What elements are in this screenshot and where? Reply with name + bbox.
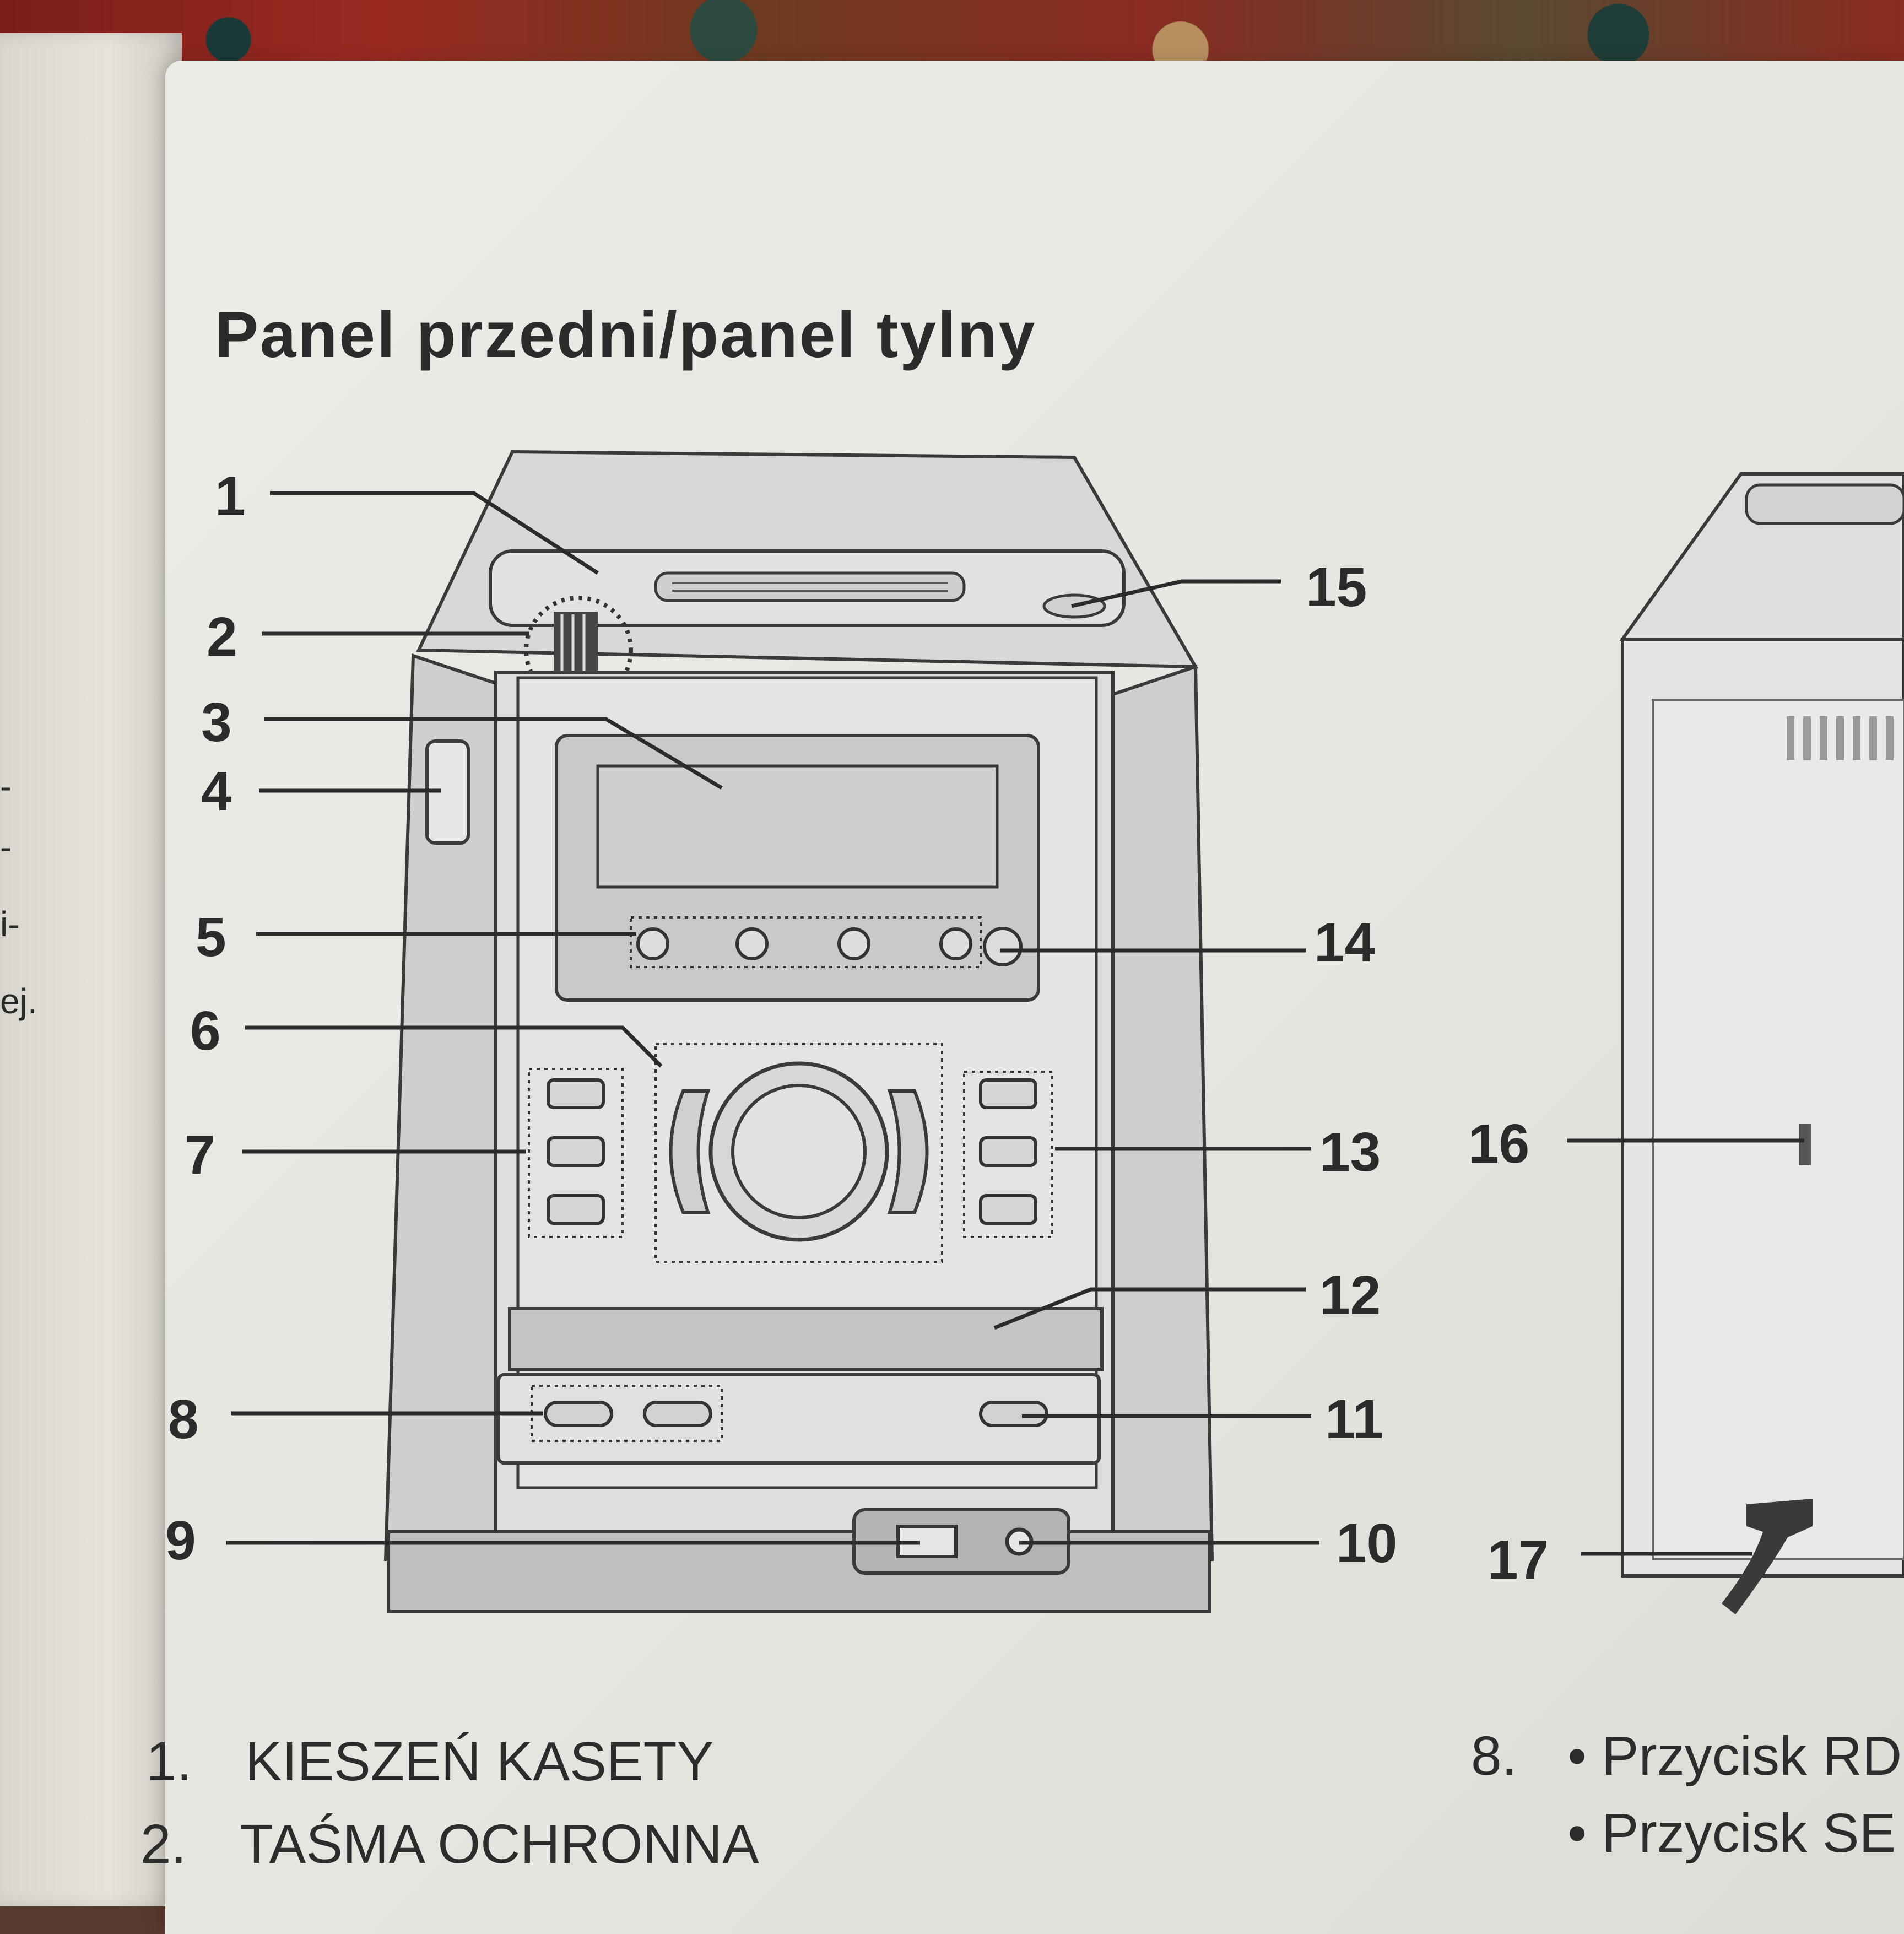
callout-17: 17	[1488, 1529, 1549, 1591]
rear-connector	[1799, 1124, 1811, 1165]
rear-device-panel	[1652, 699, 1904, 1560]
callout-1: 1	[215, 466, 246, 527]
left-page-fragment: i-	[0, 904, 20, 944]
rear-vent	[1787, 716, 1894, 760]
right-skip-button	[887, 1089, 929, 1214]
legend-item: 2. TAŚMA OCHRONNA	[140, 1813, 759, 1876]
device-base	[387, 1530, 1211, 1613]
preset-buttons-area	[630, 916, 982, 968]
left-skip-button	[669, 1089, 711, 1214]
callout-6: 6	[190, 1000, 221, 1062]
legend-right-item: 8. • Przycisk RD	[1471, 1725, 1902, 1788]
volume-knob	[731, 1084, 867, 1219]
callout-12: 12	[1319, 1265, 1381, 1326]
callout-11: 11	[1325, 1389, 1383, 1450]
right-button	[979, 1136, 1037, 1167]
left-button	[547, 1078, 605, 1109]
right-buttons-area	[963, 1071, 1053, 1238]
left-page-fragment: -	[0, 827, 12, 867]
callout-2: 2	[207, 606, 237, 668]
tape-button	[544, 1401, 613, 1427]
left-buttons-area	[528, 1068, 624, 1238]
legend-number: 8.	[1471, 1725, 1517, 1787]
page-title: Panel przedni/panel tylny	[215, 299, 1037, 371]
callout-4: 4	[201, 760, 232, 822]
legend-right-item: • Przycisk SE	[1567, 1802, 1896, 1865]
callout-lines	[226, 491, 1804, 1556]
callout-13: 13	[1319, 1121, 1381, 1183]
left-button	[547, 1136, 605, 1167]
legend-text: KIESZEŃ KASETY	[245, 1731, 714, 1792]
callout-10: 10	[1336, 1512, 1397, 1574]
legend-text: • Przycisk SE	[1567, 1802, 1896, 1864]
callout-5: 5	[196, 906, 226, 968]
callout-15: 15	[1306, 557, 1367, 618]
left-page-fragment: -	[0, 766, 12, 806]
preset-button	[939, 927, 972, 960]
callout-9: 9	[165, 1510, 196, 1571]
callout-7: 7	[185, 1124, 215, 1186]
preset-button	[837, 927, 870, 960]
device-right-side	[1111, 664, 1214, 1561]
callout-3: 3	[201, 692, 232, 753]
tape-button	[643, 1401, 712, 1427]
callout-14: 14	[1314, 912, 1376, 974]
legend-item: 1. KIESZEŃ KASETY	[146, 1730, 713, 1793]
eject-button	[979, 1401, 1048, 1427]
legend-text: • Przycisk RD	[1567, 1725, 1902, 1787]
right-button	[979, 1194, 1037, 1225]
callout-8: 8	[168, 1389, 199, 1450]
main-control-area	[654, 1043, 943, 1263]
left-button	[547, 1194, 605, 1225]
cassette-slot	[654, 571, 966, 602]
callout-16: 16	[1468, 1113, 1529, 1175]
legend-number: 2.	[140, 1813, 187, 1875]
right-button	[979, 1078, 1037, 1109]
left-page-edge: - - i- ej.	[0, 33, 182, 1906]
preset-button	[735, 927, 769, 960]
cd-tray	[508, 1307, 1104, 1371]
ir-sensor	[983, 927, 1023, 966]
preset-button	[636, 927, 669, 960]
legend-number: 1.	[146, 1731, 192, 1792]
lcd-display	[596, 764, 999, 889]
left-page-fragment: ej.	[0, 981, 37, 1021]
legend-text: TAŚMA OCHRONNA	[240, 1813, 759, 1875]
power-cable	[1722, 1499, 1813, 1614]
